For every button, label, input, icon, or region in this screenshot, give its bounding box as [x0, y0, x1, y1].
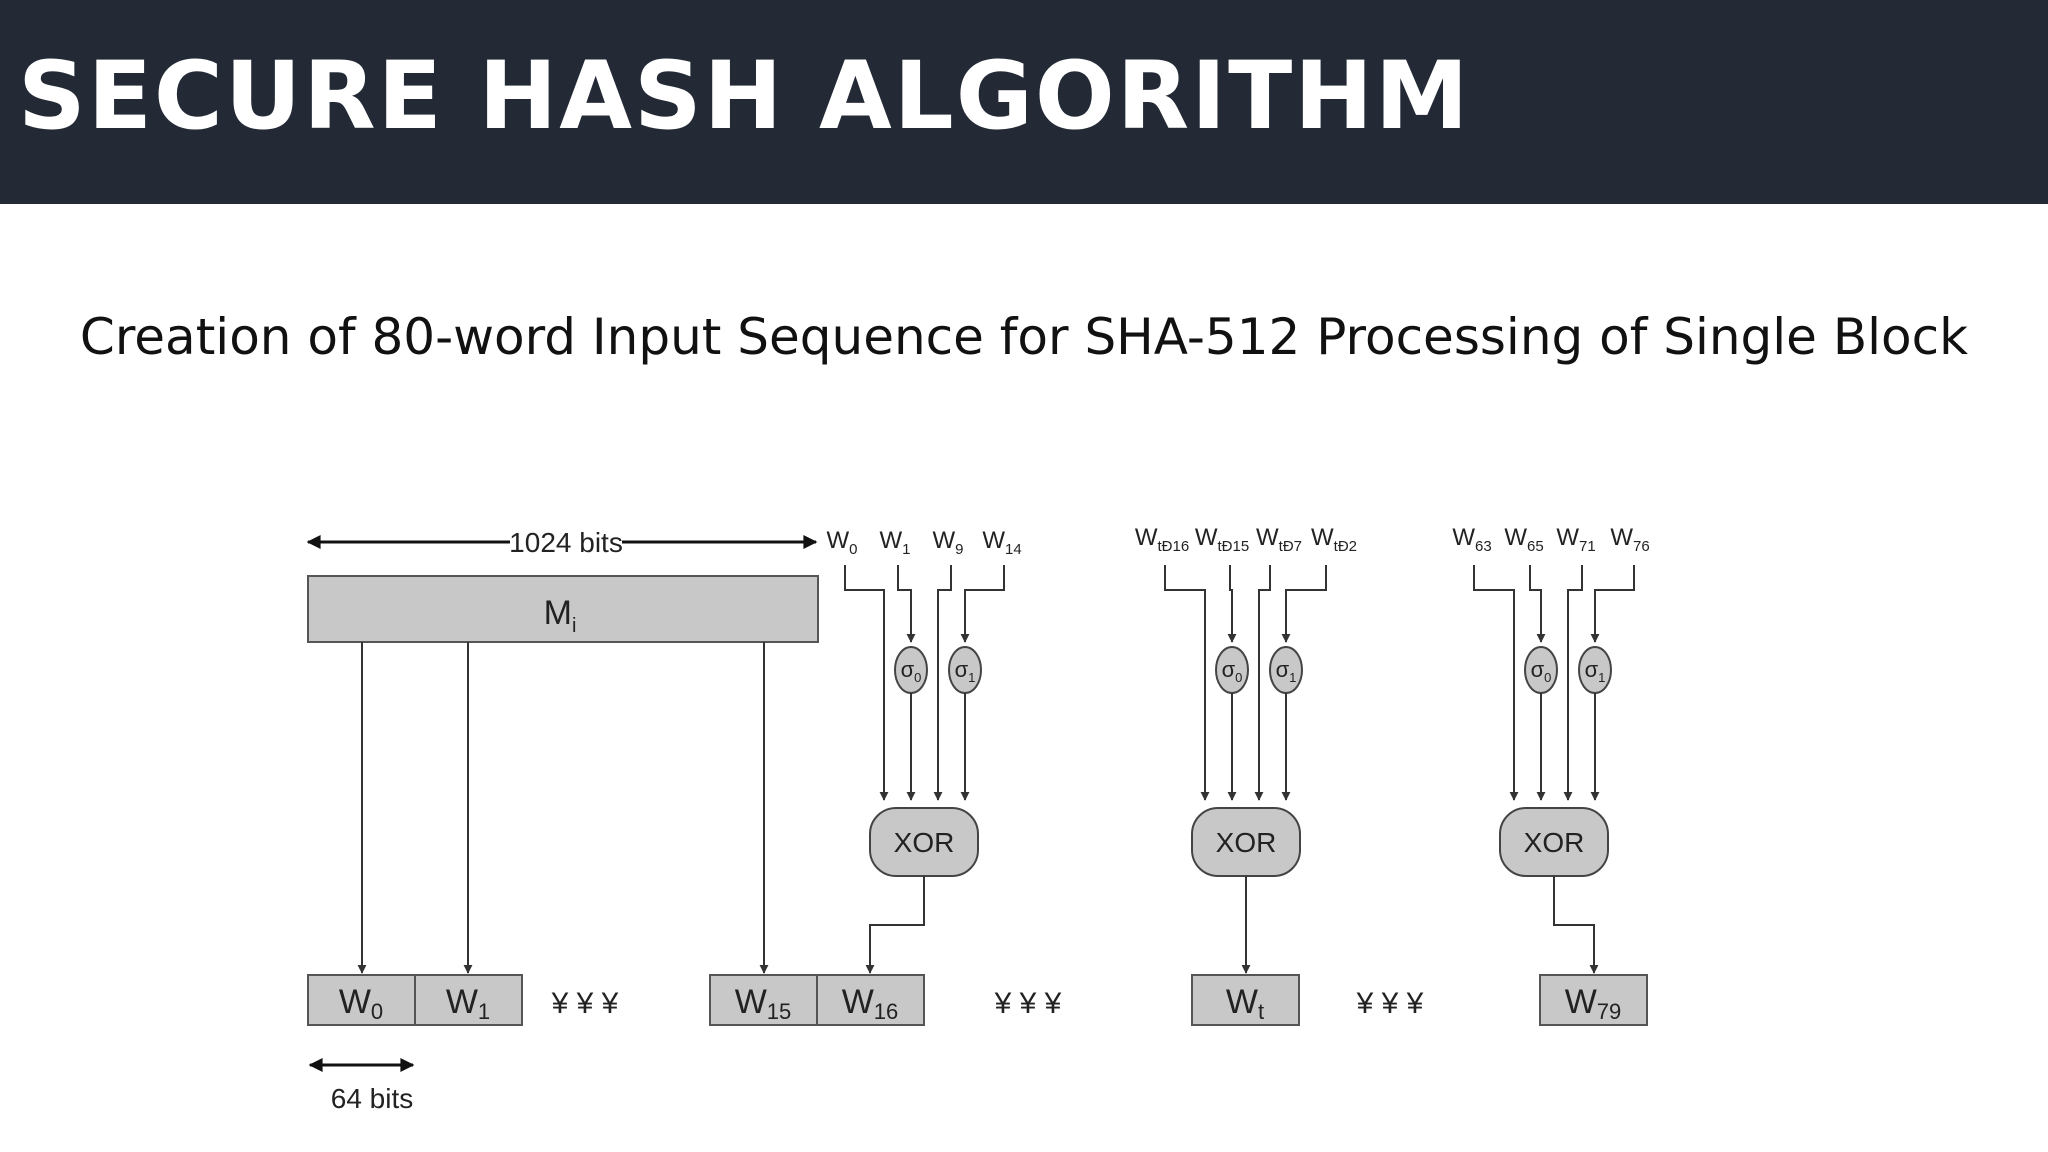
group1-xor-label: XOR [894, 827, 955, 858]
word-box-w1 [414, 974, 523, 1026]
group2-input-wt2: WtÐ2 [1311, 524, 1357, 555]
group2-wire-b [1227, 565, 1237, 643]
word-array: W0 W1 ¥ ¥ ¥ W15 W16 ¥ ¥ ¥ Wt ¥ ¥ ¥ W79 [307, 974, 1648, 1026]
word-label-wt: Wt [1226, 983, 1264, 1024]
group1-input-w9: W9 [933, 527, 964, 558]
word-box-w16 [816, 974, 925, 1026]
group2-wire-c [1254, 565, 1271, 801]
page-title: SECURE HASH ALGORITHM [18, 42, 1471, 151]
word-label-w79: W79 [1565, 983, 1622, 1024]
group3-xor-to-w79 [1553, 876, 1599, 974]
group3-xor-label: XOR [1524, 827, 1585, 858]
group1-input-w1: W1 [880, 527, 911, 558]
group2-input-wt15: WtÐ15 [1195, 524, 1249, 555]
group3-input-w71: W71 [1556, 524, 1595, 555]
group2-wire-d [1281, 565, 1327, 643]
ellipsis-2: ¥ ¥ ¥ [994, 987, 1062, 1020]
group1-input-w0: W0 [827, 527, 858, 558]
group2-wire-a [1164, 565, 1210, 801]
block-width-label: 1024 bits [509, 527, 623, 558]
group3-sigma1-label: σ1 [1585, 657, 1606, 685]
group2-sigma1-label: σ1 [1276, 657, 1297, 685]
group1-wire-b [897, 565, 916, 643]
group3-sigma0-label: σ0 [1531, 657, 1552, 685]
word-box-w0 [307, 974, 416, 1026]
group2-xor-label: XOR [1216, 827, 1277, 858]
group2-input-wt16: WtÐ16 [1135, 524, 1189, 555]
expansion-group-1: W0 W1 W9 W14 σ0 σ1 XOR [827, 527, 1022, 974]
group2-input-wt7: WtÐ7 [1256, 524, 1302, 555]
group3-input-w65: W65 [1504, 524, 1543, 555]
group1-sigma1-label: σ1 [955, 657, 976, 685]
expansion-group-3: W63 W65 W71 W76 σ0 σ1 XOR [1452, 524, 1650, 974]
word-label-w16: W16 [842, 983, 899, 1024]
group2-sigma0-label: σ0 [1222, 657, 1243, 685]
word-box-w15 [709, 974, 818, 1026]
group3-wire-c [1563, 565, 1583, 801]
group3-wire-d [1590, 565, 1635, 643]
expansion-group-2: WtÐ16 WtÐ15 WtÐ7 WtÐ2 σ0 σ1 XOR [1135, 524, 1357, 974]
group1-input-w14: W14 [982, 527, 1021, 558]
word-box-wt [1191, 974, 1300, 1026]
group1-xor-to-w16 [865, 876, 925, 974]
group3-input-w63: W63 [1452, 524, 1491, 555]
group1-sigma0-label: σ0 [901, 657, 922, 685]
word-box-w79 [1539, 974, 1648, 1026]
group1-wire-c [933, 565, 952, 801]
group3-wire-a [1473, 565, 1519, 801]
group3-input-w76: W76 [1610, 524, 1649, 555]
message-block-label: Mi [544, 594, 577, 637]
word-label-w1: W1 [446, 983, 490, 1024]
ellipsis-3: ¥ ¥ ¥ [1356, 987, 1424, 1020]
group3-wire-b [1529, 565, 1546, 643]
message-block [307, 575, 819, 643]
word-label-w0: W0 [339, 983, 383, 1024]
title-bar: SECURE HASH ALGORITHM [0, 0, 2048, 204]
diagram-caption: Creation of 80-word Input Sequence for S… [79, 308, 1969, 366]
group1-wire-a [844, 565, 889, 801]
ellipsis-1: ¥ ¥ ¥ [551, 987, 619, 1020]
group1-wire-d [960, 565, 1005, 643]
word-label-w15: W15 [735, 983, 792, 1024]
word-width-label: 64 bits [331, 1083, 414, 1114]
